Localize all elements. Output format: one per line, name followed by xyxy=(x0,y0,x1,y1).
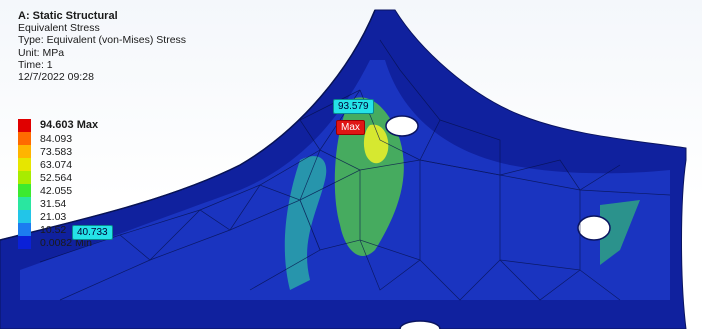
legend-value: 52.564 xyxy=(40,172,73,184)
legend-value: 10.52 xyxy=(40,224,67,236)
legend-value: 21.03 xyxy=(40,211,67,223)
result-type: Type: Equivalent (von-Mises) Stress xyxy=(18,34,187,47)
legend-value: 84.093 xyxy=(40,133,73,145)
model-rim xyxy=(0,9,376,241)
result-time: Time: 1 xyxy=(18,58,53,71)
result-unit: Unit: MPa xyxy=(18,46,65,59)
legend-swatch xyxy=(18,158,31,171)
bolt-hole-top xyxy=(385,115,419,137)
legend-swatch xyxy=(18,171,31,184)
probe-label-secondary[interactable]: 40.733 xyxy=(72,225,113,240)
legend-value: 73.583 xyxy=(40,146,73,158)
result-name: Equivalent Stress xyxy=(18,22,100,35)
stress-band-teal xyxy=(284,156,327,290)
probe-label-max-value[interactable]: 93.579 xyxy=(333,99,374,114)
mesh-lines xyxy=(39,39,671,301)
stress-peak xyxy=(363,124,389,164)
legend-swatch xyxy=(18,145,31,158)
legend-swatch xyxy=(18,119,31,132)
bolt-hole-bottom xyxy=(399,320,441,329)
stress-patch-right xyxy=(600,200,640,265)
legend-swatch xyxy=(18,236,31,249)
legend-swatch xyxy=(18,210,31,223)
result-info-panel: A: Static Structural Equivalent Stress T… xyxy=(18,10,186,83)
legend-swatch xyxy=(18,197,31,210)
legend-swatch xyxy=(18,223,31,236)
bolt-hole-right xyxy=(577,215,611,241)
legend-min-label: 0.0082 Min xyxy=(40,237,92,249)
legend-value: 31.54 xyxy=(40,198,67,210)
result-date: 12/7/2022 09:28 xyxy=(18,71,94,84)
legend-swatch xyxy=(18,184,31,197)
legend-value: 63.074 xyxy=(40,159,73,171)
legend-max-label: 94.603 Max xyxy=(40,119,99,131)
probe-label-max[interactable]: Max xyxy=(336,120,365,135)
analysis-title: A: Static Structural xyxy=(18,10,118,22)
legend-swatch xyxy=(18,132,31,145)
legend-value: 42.055 xyxy=(40,185,73,197)
